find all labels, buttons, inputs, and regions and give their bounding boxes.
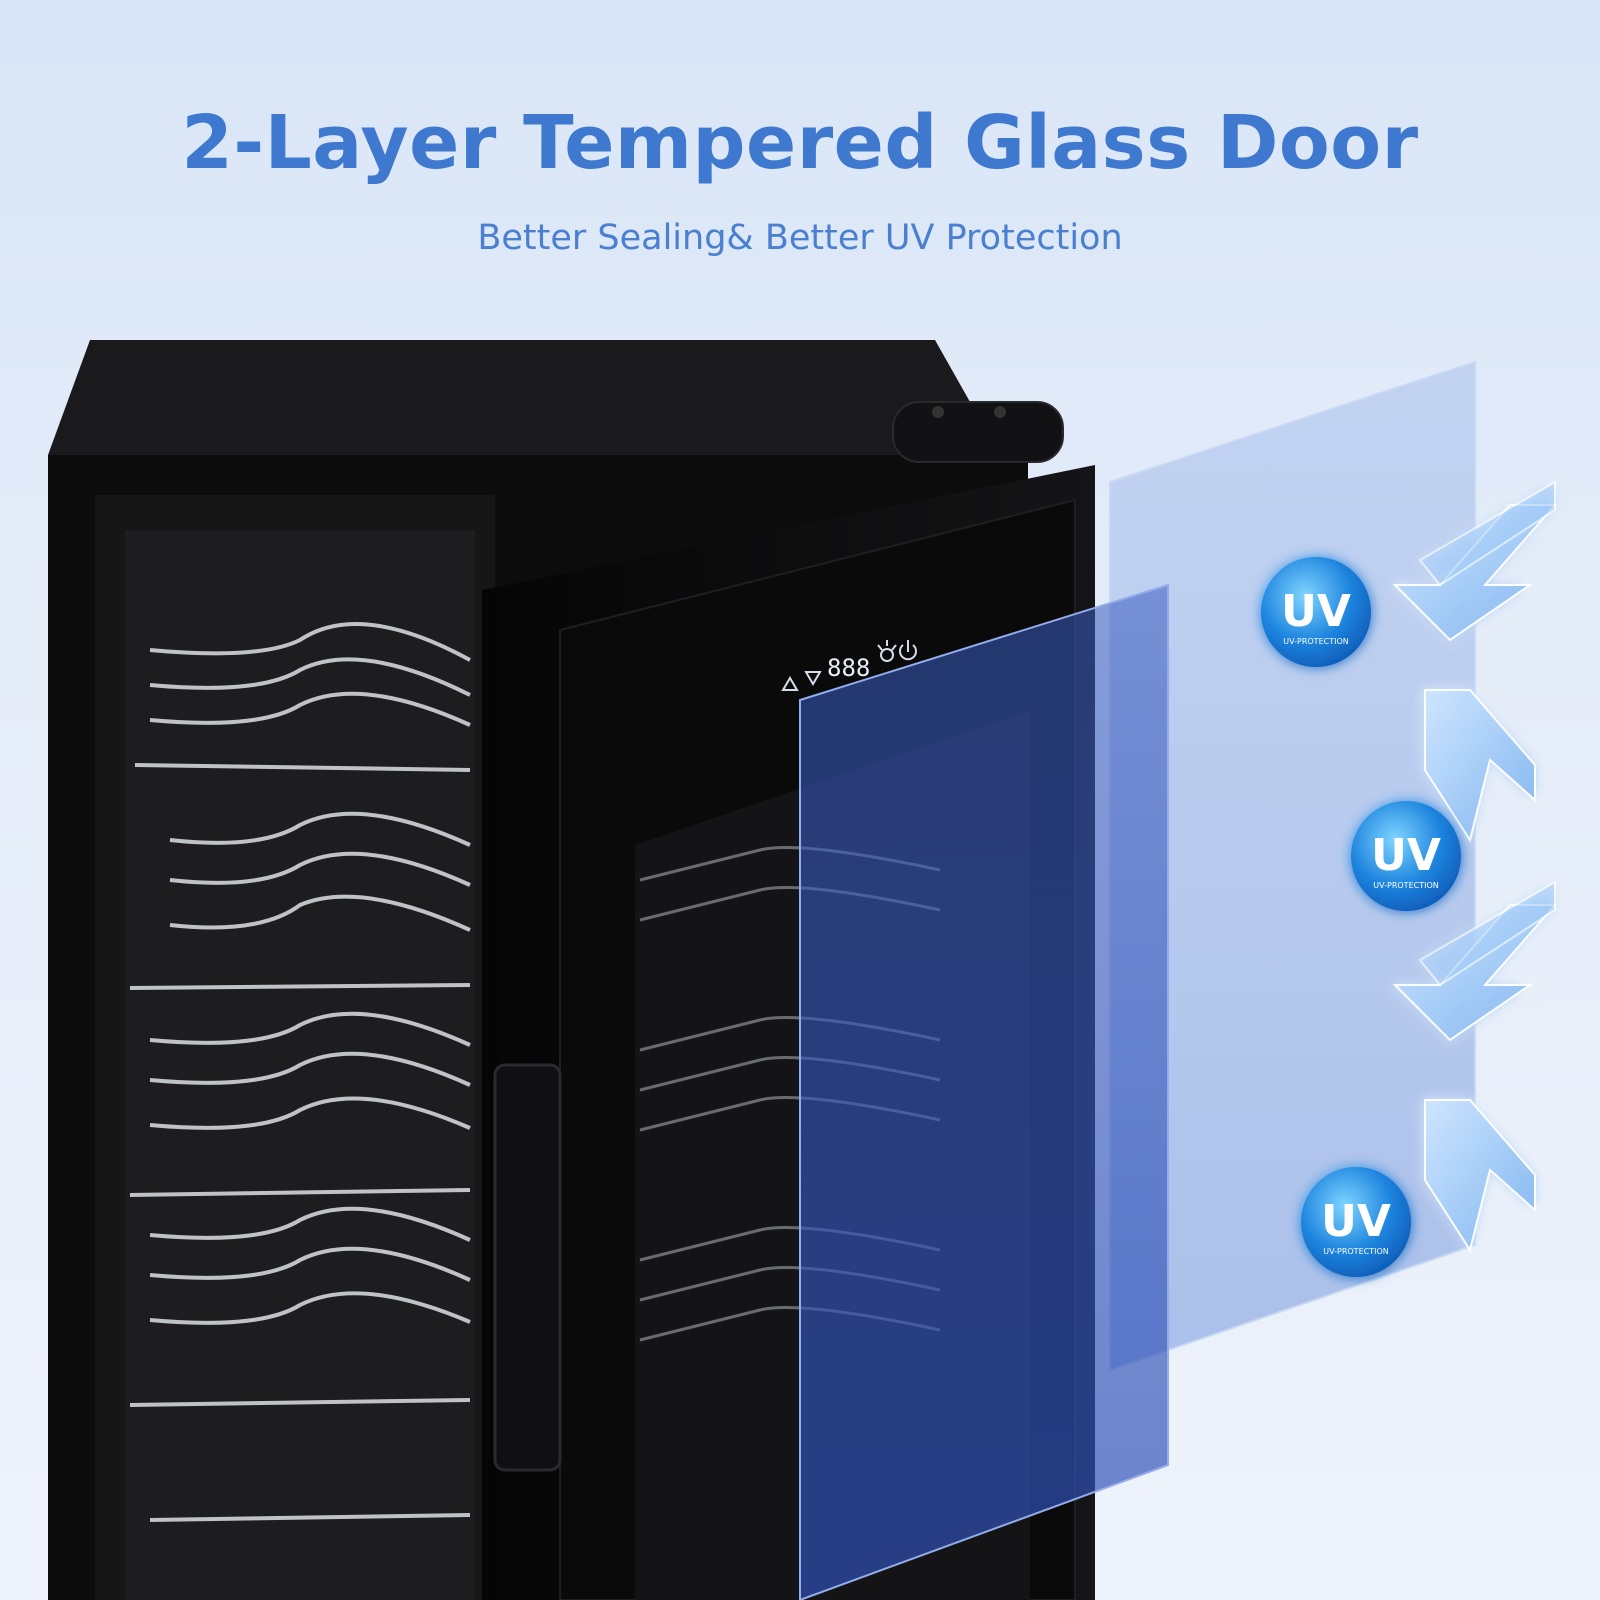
svg-text:UV-PROTECTION: UV-PROTECTION [1373, 881, 1438, 890]
page-subtitle: Better Sealing& Better UV Protection [477, 218, 1123, 258]
svg-text:UV-PROTECTION: UV-PROTECTION [1323, 1247, 1388, 1256]
svg-text:UV-PROTECTION: UV-PROTECTION [1283, 637, 1348, 646]
svg-text:UV: UV [1371, 830, 1441, 881]
page-title: 2-Layer Tempered Glass Door [181, 100, 1419, 186]
wine-racks [129, 622, 471, 1522]
temperature-display: 888 [827, 654, 870, 682]
chevron-arrow-icon [1392, 480, 1558, 1253]
uv-badge-2: UV UV-PROTECTION [1351, 801, 1461, 911]
control-panel: 888 [781, 640, 917, 691]
glass-layer-front [799, 583, 1169, 1600]
down-arrow-icon[interactable] [804, 671, 822, 686]
uv-badge-3: UV UV-PROTECTION [1301, 1167, 1411, 1277]
up-arrow-icon[interactable] [781, 676, 799, 691]
power-icon[interactable] [899, 640, 917, 661]
svg-text:UV: UV [1281, 586, 1351, 637]
hinge [892, 401, 1064, 463]
uv-badge-1: UV UV-PROTECTION [1261, 557, 1371, 667]
svg-text:UV: UV [1321, 1196, 1391, 1247]
door-handle [493, 1063, 562, 1472]
light-icon[interactable] [877, 640, 897, 662]
